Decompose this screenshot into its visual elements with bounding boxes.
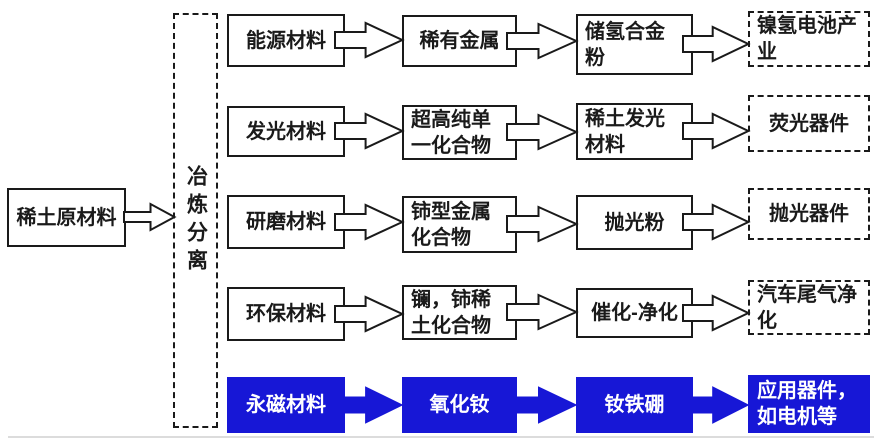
row3-category-box: 研磨材料 [227,195,345,249]
row4-application-label: 汽车尾气净化 [757,283,857,332]
row5-product-label: 钕铁硼 [604,394,665,416]
row4-intermediate-box: 镧，铈稀土化合物 [402,285,517,340]
source-box: 稀土原材料 [7,188,126,247]
row4-arrow1-icon [335,296,403,332]
row5-arrow1-icon [335,386,403,424]
row4-application-box: 汽车尾气净化 [748,280,870,335]
source-box-label: 稀土原材料 [16,206,117,229]
row3-application-box: 抛光器件 [748,188,870,240]
row5-arrow2-icon [507,386,577,424]
row5-intermediate-box: 氧化钕 [402,377,517,433]
row3-product-label: 抛光粉 [604,211,665,234]
row1-category-box: 能源材料 [227,14,345,67]
row1-application-label: 镍氢电池产业 [757,15,857,63]
row3-arrow1-icon [335,204,403,240]
row5-intermediate-label: 氧化钕 [429,394,490,416]
row2-application-label: 荧光器件 [769,112,849,135]
row4-arrow3-icon [683,295,749,331]
row2-intermediate-box: 超高纯单一化合物 [402,105,517,160]
row5-application-label: 应用器件，如电机等 [757,380,857,428]
row4-product-label: 催化-净化 [591,302,678,324]
row1-intermediate-label: 稀有金属 [419,30,500,52]
row3-arrow2-icon [507,206,577,242]
row1-intermediate-box: 稀有金属 [402,15,517,67]
row4-arrow2-icon [507,294,577,330]
row4-category-box: 环保材料 [227,287,345,341]
row1-product-box: 储氢合金粉 [576,14,693,75]
row2-product-label: 稀土发光材料 [585,107,665,156]
row2-arrow1-icon [335,113,403,149]
row2-arrow2-icon [507,114,577,150]
row1-arrow3-icon [683,26,749,62]
row2-category-box: 发光材料 [227,106,345,157]
row2-application-box: 荧光器件 [748,95,870,152]
row4-category-label: 环保材料 [246,303,326,325]
process-separator-box: 冶炼分离 [173,13,218,428]
row5-arrow3-icon [683,386,749,424]
row2-intermediate-label: 超高纯单一化合物 [411,108,491,157]
row3-arrow3-icon [683,204,749,240]
row2-product-box: 稀土发光材料 [576,103,693,160]
row1-arrow1-icon [335,22,403,58]
row5-product-box: 钕铁硼 [576,377,693,433]
row1-product-label: 储氢合金粉 [585,20,665,69]
row4-product-box: 催化-净化 [576,288,693,338]
row4-intermediate-label: 镧，铈稀土化合物 [411,288,491,337]
row3-application-label: 抛光器件 [769,203,849,225]
process-separator-label: 冶炼分离 [184,164,208,277]
row3-intermediate-label: 铈型金属化合物 [411,200,491,249]
row1-application-box: 镍氢电池产业 [748,11,870,67]
row3-category-label: 研磨材料 [246,211,326,233]
row3-product-box: 抛光粉 [576,195,693,250]
row1-category-label: 能源材料 [246,29,326,52]
row2-category-label: 发光材料 [246,120,326,143]
row3-intermediate-box: 铈型金属化合物 [402,196,517,253]
source-flow-arrow-icon [124,202,175,232]
row5-category-box: 永磁材料 [227,377,345,433]
row2-arrow3-icon [683,113,749,149]
row5-category-label: 永磁材料 [246,394,326,416]
row1-arrow2-icon [507,23,577,59]
row5-application-box: 应用器件，如电机等 [748,375,870,433]
bottom-edge-divider [8,436,874,438]
